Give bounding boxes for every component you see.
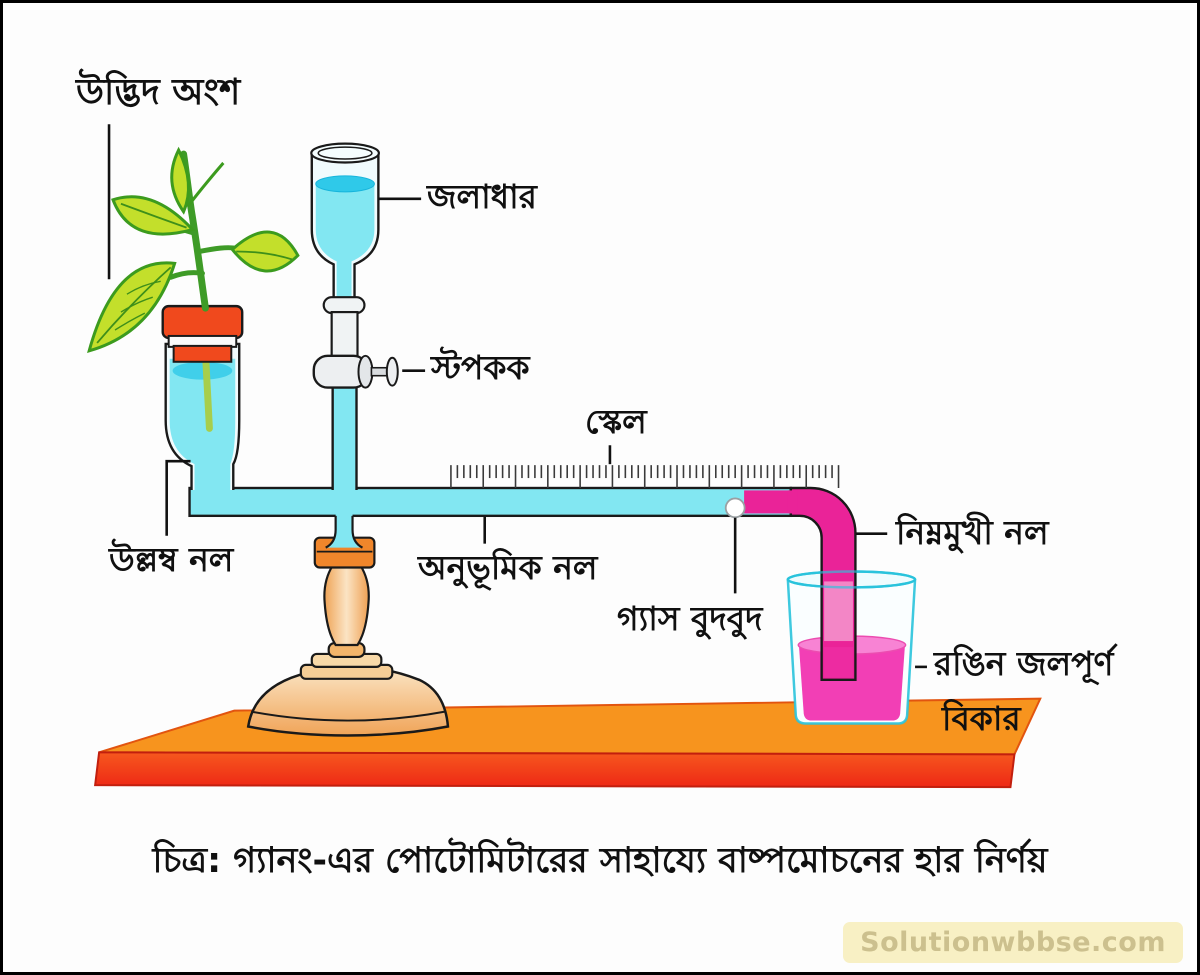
line-vertical-tube — [165, 459, 191, 536]
plant-bottle — [164, 342, 241, 492]
apparatus-drawing — [87, 124, 1042, 789]
gas-bubble — [724, 497, 746, 519]
downward-tube — [787, 486, 857, 682]
reservoir-vessel — [310, 142, 380, 360]
ruler-scale — [450, 465, 840, 488]
beaker-front-glass — [786, 579, 917, 725]
leaves — [87, 146, 300, 353]
stopcock-valve — [312, 354, 399, 389]
bottle-cork — [161, 304, 244, 363]
label-stopcock: স্টপকক — [431, 348, 530, 387]
label-downward-tube: নিম্নমুখী নল — [896, 513, 1049, 552]
plant-twig — [87, 146, 300, 353]
label-scale: স্কেল — [585, 402, 647, 441]
label-reservoir: জলাধার — [427, 177, 537, 216]
watermark-badge: Solutionwbbse.com — [843, 922, 1183, 963]
beaker-rim — [786, 570, 917, 589]
label-gas-bubble: গ্যাস বুদবুদ — [617, 599, 763, 638]
horizontal-tube — [188, 486, 794, 518]
label-horizontal-tube: অনুভূমিক নল — [418, 548, 598, 587]
figure-caption: চিত্র: গ্যানং-এর পোটোমিটারের সাহায্যে বা… — [152, 841, 1048, 881]
label-vertical-tube: উল্লম্ব নল — [109, 540, 234, 579]
label-lines — [107, 124, 927, 669]
label-plant-part: উদ্ভিদ অংশ — [76, 72, 241, 113]
label-beaker-line1: রঙিন জলপূর্ণ — [934, 644, 1114, 683]
center-vertical-tube — [325, 386, 364, 549]
wooden-stand — [246, 536, 450, 737]
label-beaker-line2: বিকার — [942, 699, 1021, 738]
